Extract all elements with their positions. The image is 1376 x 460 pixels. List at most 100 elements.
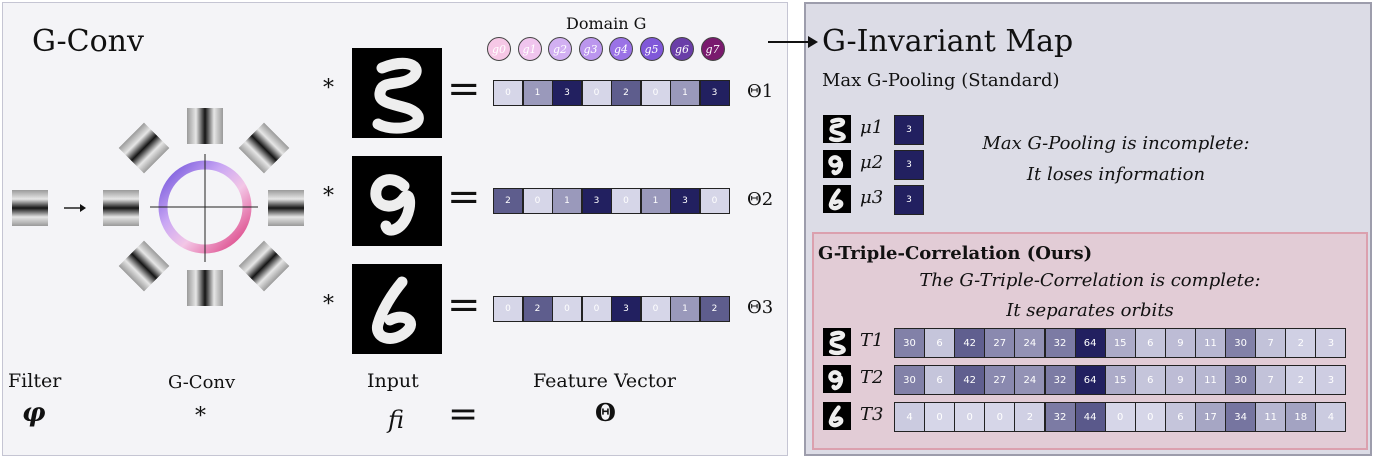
tc-cell: 6: [1134, 365, 1166, 395]
tc-cell: 27: [984, 328, 1016, 358]
tc-cell: 4: [1315, 402, 1347, 432]
domain-element: g1: [517, 37, 542, 61]
tc-cell: 24: [1014, 365, 1046, 395]
tc-cell: 64: [1074, 365, 1106, 395]
feature-cell: 3: [552, 80, 582, 106]
filter-rotation-diagram: [12, 108, 304, 306]
filter-label: Filter: [8, 370, 62, 392]
tc-cell: 11: [1195, 328, 1226, 358]
triple-correlation-note-line2: It separates orbits: [1006, 300, 1174, 321]
pooling-note-line2: It loses information: [1026, 164, 1206, 185]
domain-element: g4: [609, 37, 633, 61]
domain-element: g6: [670, 37, 694, 61]
feature-cell: 1: [670, 296, 700, 322]
tc-cell: 0: [1134, 402, 1166, 432]
tc-cell: 64: [1074, 328, 1106, 358]
pooling-note-line1: Max G-Pooling is incomplete:: [982, 133, 1250, 154]
pool-digit-thumbnail: [823, 115, 851, 143]
tc-cell: 0: [984, 402, 1016, 432]
tc-cell: 15: [1104, 365, 1136, 395]
triple-correlation-note-line1: The G-Triple-Correlation is complete:: [919, 270, 1261, 291]
feature-vector-symbol: Θ: [595, 398, 616, 427]
tc-cell: 2: [1285, 365, 1317, 395]
equals-symbol: =: [448, 394, 479, 435]
tc-cell: 30: [1225, 365, 1257, 395]
max-pooling-subtitle: Max G-Pooling (Standard): [822, 70, 1060, 91]
theta-label: Θ2: [747, 189, 774, 210]
invariant-map-title: G-Invariant Map: [822, 24, 1074, 59]
tc-cell: 0: [954, 402, 986, 432]
tc-cell: 30: [894, 328, 925, 358]
tc-cell: 42: [954, 365, 986, 395]
feature-cell: 0: [581, 296, 612, 322]
domain-label: Domain G: [566, 14, 647, 33]
feature-cell: 3: [699, 80, 730, 106]
input-digit-image: [352, 264, 442, 354]
feature-cell: 3: [581, 188, 612, 214]
tc-cell: 6: [1134, 328, 1166, 358]
pool-value-cell: 3: [894, 185, 924, 215]
equals-sign: =: [447, 282, 481, 328]
tc-cell: 6: [1164, 402, 1196, 432]
pool-label: μ3: [860, 187, 884, 208]
feature-cell: 0: [552, 296, 582, 322]
theta-label: Θ1: [747, 81, 774, 102]
gconv-symbol: *: [195, 404, 206, 429]
tc-cell: 34: [1225, 402, 1257, 432]
conv-operator: *: [323, 76, 334, 101]
feature-cell: 1: [522, 80, 553, 106]
domain-element: g0: [487, 37, 511, 61]
tc-cell: 7: [1255, 365, 1287, 395]
domain-element: g7: [700, 37, 725, 61]
tc-cell: 9: [1164, 328, 1196, 358]
pool-digit-thumbnail: [823, 150, 851, 178]
tc-cell: 11: [1195, 365, 1226, 395]
tc-cell: 7: [1255, 328, 1287, 358]
domain-element: g5: [639, 37, 664, 61]
tc-label: T2: [860, 367, 884, 388]
input-label: Input: [367, 370, 419, 392]
tc-cell: 17: [1195, 402, 1226, 432]
feature-cell: 0: [493, 296, 523, 322]
tc-cell: 30: [894, 365, 925, 395]
tc-cell: 32: [1044, 328, 1076, 358]
pool-label: μ2: [860, 152, 884, 173]
triple-correlation-title: G-Triple-Correlation (Ours): [818, 243, 1093, 264]
arrow-right-icon: [768, 36, 818, 48]
feature-cell: 2: [699, 296, 730, 322]
feature-cell: 0: [640, 296, 671, 322]
feature-cell: 0: [581, 80, 612, 106]
tc-cell: 4: [894, 402, 925, 432]
tc-cell: 0: [924, 402, 956, 432]
feature-cell: 2: [611, 80, 641, 106]
tc-cell: 9: [1164, 365, 1196, 395]
conv-operator: *: [323, 184, 334, 209]
feature-vector-label: Feature Vector: [533, 370, 676, 392]
tc-cell: 6: [924, 328, 956, 358]
tc-cell: 3: [1315, 328, 1347, 358]
tc-digit-thumbnail: [823, 328, 851, 356]
domain-element: g3: [578, 37, 603, 61]
feature-cell: 3: [670, 188, 700, 214]
pool-value-cell: 3: [894, 150, 924, 180]
tc-cell: 11: [1255, 402, 1287, 432]
feature-cell: 0: [493, 80, 523, 106]
tc-cell: 3: [1315, 365, 1347, 395]
feature-cell: 0: [611, 188, 641, 214]
feature-cell: 2: [493, 188, 523, 214]
tc-cell: 0: [1104, 402, 1136, 432]
tc-cell: 2: [1014, 402, 1046, 432]
tc-label: T1: [860, 330, 884, 351]
tc-cell: 32: [1044, 365, 1076, 395]
feature-cell: 1: [552, 188, 582, 214]
feature-cell: 0: [640, 80, 671, 106]
tc-label: T3: [860, 404, 884, 425]
equals-sign: =: [447, 66, 481, 112]
tc-cell: 27: [984, 365, 1016, 395]
gconv-title: G-Conv: [32, 24, 144, 59]
input-digit-image: [352, 156, 442, 246]
tc-cell: 30: [1225, 328, 1257, 358]
tc-digit-thumbnail: [823, 402, 851, 430]
feature-cell: 0: [699, 188, 730, 214]
filter-patch: [12, 190, 48, 226]
